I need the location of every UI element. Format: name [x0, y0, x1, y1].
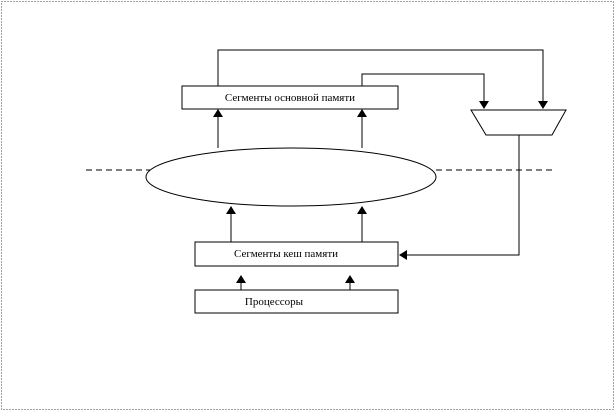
cache-memory-box: Сегменты кеш памяти [194, 241, 399, 267]
cache-memory-label: Сегменты кеш памяти [234, 248, 338, 260]
main-memory-label: Сегменты основной памяти [225, 92, 355, 104]
interconnect-ellipse [145, 147, 437, 207]
connector-main-top-to-mux [217, 49, 548, 109]
connector-mux-to-cache [399, 135, 520, 260]
multiplexer-trapezoid [470, 109, 567, 136]
processors-box: Процессоры [194, 289, 399, 314]
connector-main-to-mux [361, 73, 489, 109]
main-memory-box: Сегменты основной памяти [181, 85, 399, 110]
processors-label: Процессоры [245, 296, 304, 308]
